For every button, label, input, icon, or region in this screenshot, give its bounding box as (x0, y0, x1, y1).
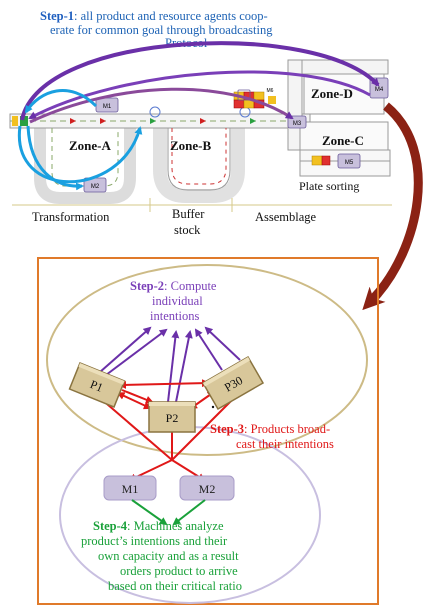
step3-caption: Step-3: Products broad- cast their inten… (210, 422, 334, 451)
step4-text-line3: own capacity and as a result (98, 549, 239, 563)
svg-text:M2: M2 (91, 184, 100, 190)
product-agent-p1: P1 (68, 362, 126, 408)
svg-text:M4: M4 (375, 87, 384, 93)
plate-sorting-label: Plate sorting (299, 179, 359, 193)
assemblage-label: Assemblage (255, 210, 317, 224)
step1-text-line1: : all product and resource agents coop- (74, 9, 268, 23)
svg-text:Step-4: Machines analyze: Step-4: Machines analyze (93, 519, 224, 533)
step2-text-line2: individual (152, 294, 203, 308)
buffer-label-line2: stock (174, 223, 201, 237)
machine-agent-m1: M1 (103, 475, 157, 501)
zone-d-label: Zone-D (311, 86, 353, 101)
zone-c-block (299, 121, 389, 151)
step3-label: Step-3 (210, 422, 244, 436)
product-agents-ellipse (46, 264, 368, 456)
broadcast-arcs (17, 41, 380, 191)
zone-a-loop (34, 128, 136, 204)
broadcast-arc-mid (29, 87, 294, 124)
buffer-label-line1: Buffer (172, 207, 205, 221)
step2-caption: Step-2: Compute individual intentions (130, 279, 217, 323)
svg-text:M6: M6 (267, 88, 274, 94)
svg-text:M3: M3 (293, 121, 302, 127)
transformation-label: Transformation (32, 210, 110, 224)
svg-text:Step-2: Compute: Step-2: Compute (130, 279, 217, 293)
step2-text-line3: intentions (150, 309, 199, 323)
step3-text-line1: : Products broad- (244, 422, 330, 436)
svg-text:M2: M2 (199, 482, 216, 496)
svg-text:Step-3: Products broad-: Step-3: Products broad- (210, 422, 330, 436)
intention-arrows (99, 326, 241, 403)
step2-text-line1: : Compute (164, 279, 217, 293)
step4-text-line2: product’s intentions and their (81, 534, 228, 548)
svg-text:P1: P1 (88, 377, 105, 395)
svg-text:P2: P2 (166, 411, 179, 425)
product-agent-p30: P30 (201, 355, 265, 411)
blue-arc-3 (24, 89, 98, 114)
step4-caption: Step-4: Machines analyze product’s inten… (81, 519, 242, 593)
svg-text:M5: M5 (345, 160, 354, 166)
machine-m5: M5 (337, 153, 361, 169)
svg-text:M1: M1 (122, 482, 139, 496)
product-agent-p2: P2 (148, 401, 196, 433)
factory-layout: M1 M2 M3 M4 M5 M6 Zone-A Zone-B Zone-C Z… (9, 59, 392, 237)
step4-text-line5: based on their critical ratio (108, 579, 242, 593)
machine-order-arrows (131, 499, 206, 526)
svg-text:M1: M1 (103, 104, 112, 110)
step3-text-line2: cast their intentions (236, 437, 334, 451)
zone-a-label: Zone-A (69, 138, 112, 153)
machine-agent-m2: M2 (179, 475, 235, 501)
zone-b-loop (153, 128, 245, 203)
machine-m1: M1 (95, 97, 119, 113)
step2-label: Step-2 (130, 279, 164, 293)
zone-b-label: Zone-B (170, 138, 212, 153)
step1-text-line2: erate for common goal through broadcasti… (50, 23, 273, 37)
broadcast-arc-outer (20, 41, 380, 121)
step4-text-line4: orders product to arrive (120, 564, 238, 578)
step4-label: Step-4 (93, 519, 128, 533)
transition-arrow (362, 102, 423, 311)
blue-arc-1 (26, 125, 84, 191)
blue-arc-2 (17, 125, 143, 184)
svg-text:Step-1: all product and resour: Step-1: all product and resource agents … (40, 9, 268, 23)
broadcast-arc-inner (28, 70, 371, 120)
agent-frame (37, 257, 379, 605)
step1-label: Step-1 (40, 9, 74, 23)
step4-text-line1: : Machines analyze (127, 519, 224, 533)
zone-c-label: Zone-C (322, 133, 364, 148)
